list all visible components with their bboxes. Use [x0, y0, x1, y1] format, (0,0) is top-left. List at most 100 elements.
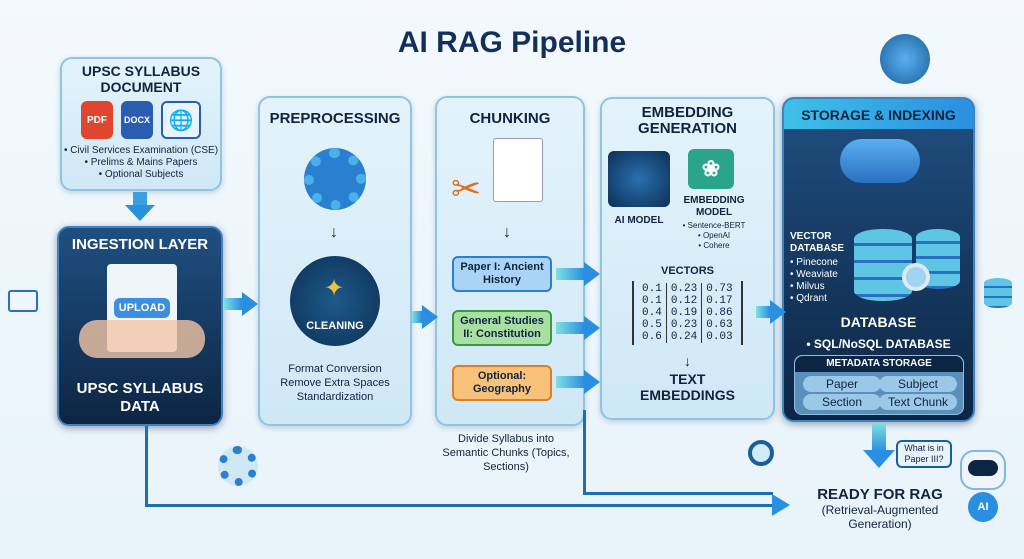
down-arrow-icon: ↓ — [503, 224, 511, 241]
model-item: • OpenAI — [697, 231, 731, 240]
document-icon — [493, 138, 543, 202]
vector-value: 0.24 — [665, 331, 702, 343]
arrow-chunk1-embed — [556, 262, 600, 286]
vector-value: 0.5 — [642, 319, 662, 331]
arrow-chunk2-embed — [556, 316, 600, 340]
vector-value: 0.17 — [701, 295, 737, 307]
document-box: UPSC SYLLABUS DOCUMENT PDF DOCX 🌐 • Civi… — [60, 57, 222, 191]
magnifier-icon — [748, 440, 774, 466]
vector-value: 0.12 — [665, 295, 702, 307]
pdf-icon: PDF — [81, 101, 113, 139]
bubble-text: What is in Paper III? — [904, 443, 944, 464]
database-cylinder-icon — [854, 229, 912, 301]
vector-value: 0.1 — [642, 283, 662, 295]
ai-head-icon — [880, 34, 930, 84]
magnifier-icon — [902, 263, 930, 291]
cloud-database-icon — [840, 139, 920, 183]
chunk-paper-1: Paper I: Ancient History — [452, 256, 552, 292]
rag-subtitle: (Retrieval-Augmented Generation) — [821, 503, 939, 531]
model-item: • Cohere — [698, 241, 730, 250]
hands-icon — [79, 320, 205, 358]
model-item: • Sentence-BERT — [682, 221, 746, 230]
openai-logo-icon: ❀ — [688, 149, 734, 189]
web-icon — [8, 290, 38, 312]
arrow-ingest-preprocess — [224, 292, 258, 316]
vector-value: 0.23 — [665, 283, 702, 295]
web-globe-icon: 🌐 — [161, 101, 201, 139]
vector-value: 0.73 — [701, 283, 737, 295]
database-icon — [984, 278, 1012, 308]
brain-icon — [608, 151, 670, 207]
vdb-item: • Pinecone — [790, 257, 838, 268]
database-label: DATABASE — [840, 314, 917, 330]
preprocessing-title: PREPROCESSING — [269, 110, 401, 127]
chunk-gs-2: General Studies II: Constitution — [452, 310, 552, 346]
cleaning-label: CLEANING — [306, 320, 364, 332]
document-bullet: • Civil Services Examination (CSE) — [63, 145, 219, 156]
page-title: AI RAG Pipeline — [397, 26, 627, 59]
docx-icon: DOCX — [121, 101, 153, 139]
gear-icon — [218, 446, 258, 486]
document-bullet: • Optional Subjects — [98, 169, 184, 180]
down-arrow — [133, 192, 147, 206]
vectors-label: VECTORS — [661, 265, 714, 277]
meta-field: Text Chunk — [879, 394, 957, 410]
metadata-title: METADATA STORAGE — [795, 356, 963, 372]
preprocessing-step: Remove Extra Spaces — [280, 377, 390, 389]
meta-field: Section — [803, 394, 881, 410]
ai-model-label: AI MODEL — [614, 215, 664, 226]
gear-icon — [304, 148, 366, 210]
chunking-caption: Divide Syllabus into Semantic Chunks (To… — [442, 433, 570, 473]
speech-bubble: What is in Paper III? — [896, 440, 952, 468]
down-arrow-icon: ↓ — [684, 353, 691, 369]
storage-down-arrow-head — [863, 450, 895, 468]
vdb-item: • Milvus — [790, 281, 825, 292]
scissors-icon: ✂ — [451, 168, 482, 209]
meta-field: Subject — [879, 376, 957, 392]
sql-label: • SQL/NoSQL DATABASE — [806, 337, 951, 351]
vector-value: 0.6 — [642, 331, 662, 343]
document-bullet: • Prelims & Mains Papers — [84, 157, 198, 168]
preprocessing-step: Format Conversion — [288, 363, 382, 375]
broom-icon: ✦ — [324, 275, 345, 302]
vector-value: 0.19 — [665, 307, 702, 319]
storage-box: STORAGE & INDEXING VECTOR DATABASE • Pin… — [782, 97, 975, 422]
arrow-to-rag — [772, 494, 790, 516]
storage-title: STORAGE & INDEXING — [801, 107, 956, 123]
down-arrow-icon: ↓ — [330, 224, 338, 241]
chunk-optional: Optional: Geography — [452, 365, 552, 401]
storage-down-arrow — [872, 423, 886, 451]
vector-db-title: VECTOR DATABASE — [790, 231, 845, 254]
vector-value: 0.4 — [642, 307, 662, 319]
text-embeddings-label: TEXT EMBEDDINGS — [640, 371, 735, 403]
upload-button[interactable]: UPLOAD — [114, 298, 170, 318]
robot-icon — [960, 450, 1006, 490]
arrow-chunk3-embed — [556, 370, 600, 394]
preprocessing-box: PREPROCESSING ↓ CLEANING ✦ Format Conver… — [258, 96, 412, 426]
embedding-model-title: EMBEDDING MODEL — [683, 195, 745, 218]
vector-value: 0.63 — [701, 319, 737, 331]
arrow-to-chunk — [412, 305, 438, 329]
preprocessing-step: Standardization — [296, 391, 374, 403]
robot-ai-badge: AI — [968, 492, 998, 522]
rag-title: READY FOR RAG — [817, 486, 943, 503]
embedding-box: EMBEDDING GENERATION AI MODEL ❀ EMBEDDIN… — [600, 97, 775, 420]
vdb-item: • Qdrant — [790, 293, 827, 304]
down-arrow-head — [125, 205, 155, 221]
cleaning-badge: CLEANING — [290, 256, 380, 346]
document-title: UPSC SYLLABUS DOCUMENT — [81, 63, 201, 95]
chunking-title: CHUNKING — [469, 110, 551, 127]
ingestion-caption: UPSC SYLLABUS DATA — [76, 380, 204, 415]
ingestion-title: INGESTION LAYER — [71, 236, 209, 253]
arrow-embed-storage — [756, 300, 786, 324]
vector-value: 0.86 — [701, 307, 737, 319]
vector-value: 0.1 — [642, 295, 662, 307]
meta-field: Paper — [803, 376, 881, 392]
ingestion-layer-box: INGESTION LAYER UPLOAD UPSC SYLLABUS DAT… — [57, 226, 223, 426]
